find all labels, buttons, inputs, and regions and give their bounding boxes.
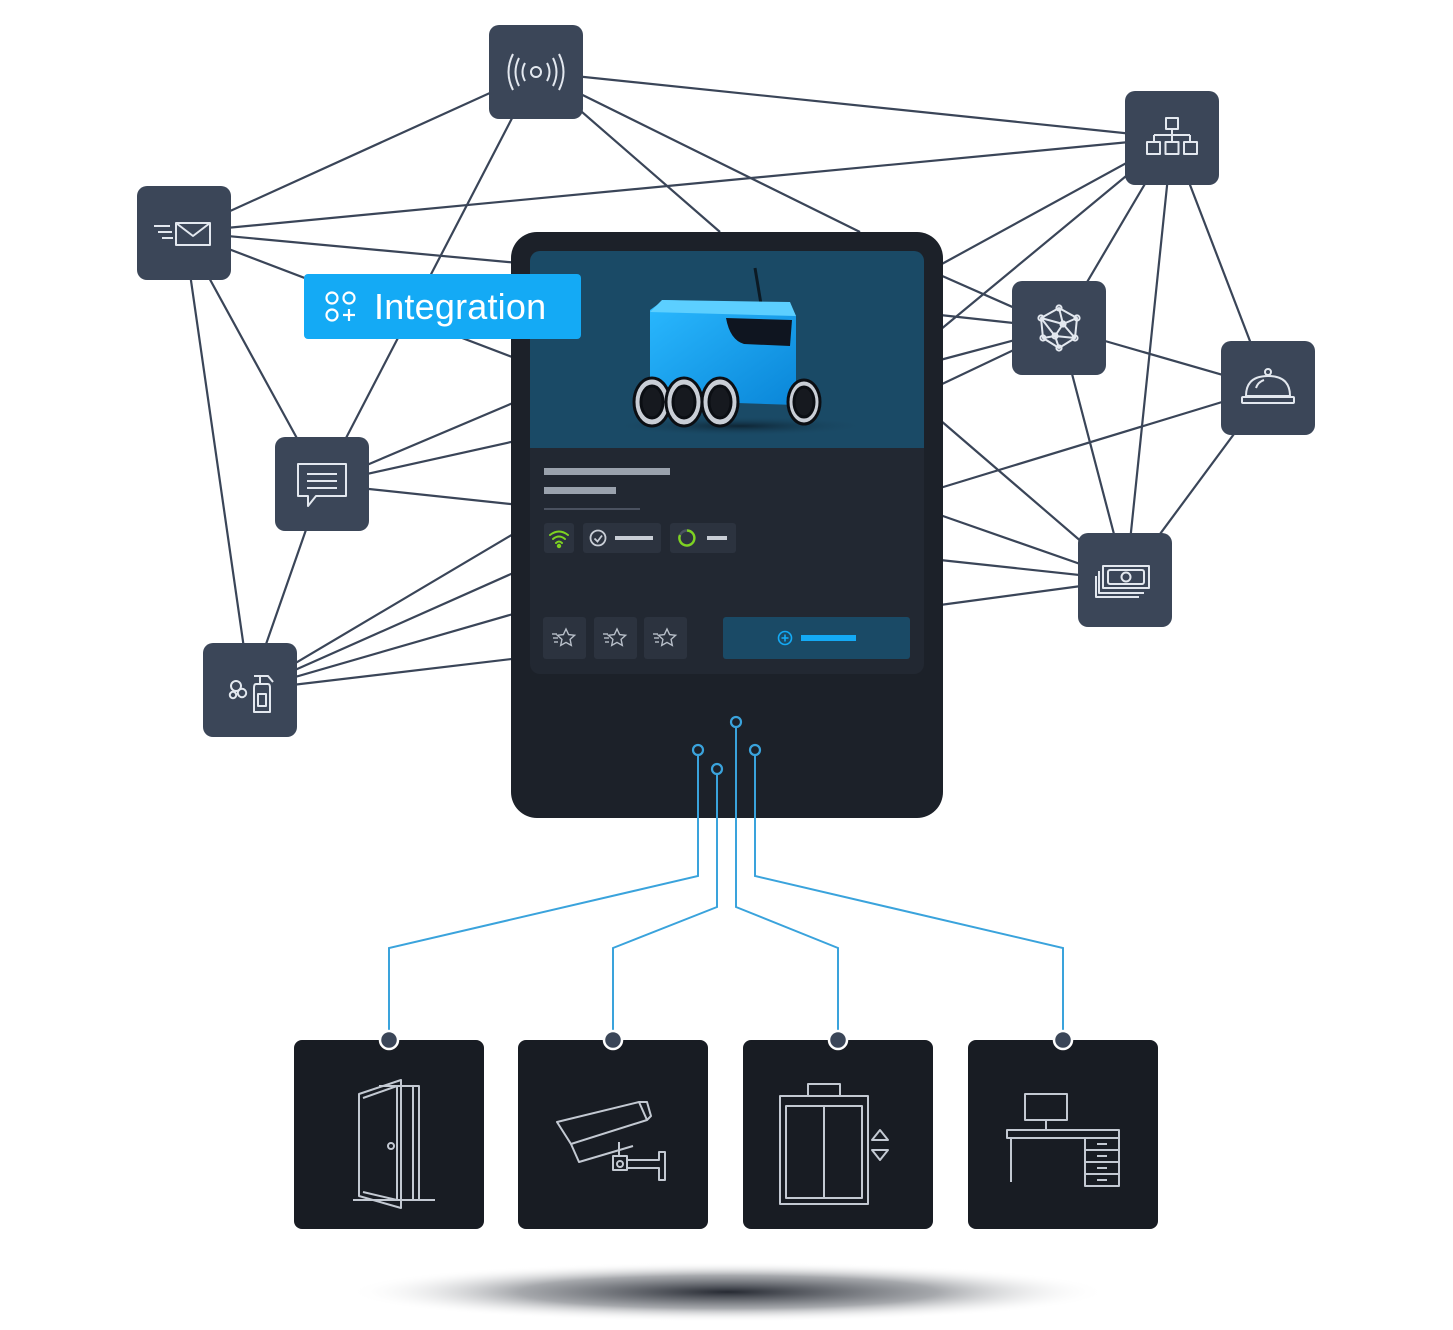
integration-label: Integration xyxy=(304,274,581,339)
integration-label-text: Integration xyxy=(374,285,547,327)
integration-box xyxy=(743,1029,933,1229)
network-node xyxy=(489,25,583,119)
integration-port xyxy=(827,1029,849,1051)
integration-port xyxy=(1052,1029,1074,1051)
check-circle-icon xyxy=(589,529,607,547)
network-nodes xyxy=(137,25,1315,737)
network-node xyxy=(1078,533,1172,627)
network-mesh-icon xyxy=(1037,304,1081,352)
add-circle-icon xyxy=(777,630,793,646)
integration-port xyxy=(602,1029,624,1051)
security-camera-icon xyxy=(556,1101,666,1181)
integration-box xyxy=(518,1029,708,1229)
service-bell-icon xyxy=(1241,368,1295,404)
primary-action-button[interactable] xyxy=(723,617,910,659)
hierarchy-chart-icon xyxy=(1146,117,1198,155)
chat-message-icon xyxy=(297,463,347,507)
network-node xyxy=(203,643,297,737)
status-chip-wifi xyxy=(544,523,574,553)
cleaning-supplies-icon xyxy=(228,675,274,713)
star-rating-icon xyxy=(603,627,628,647)
network-node xyxy=(137,186,231,280)
subtitle-placeholder xyxy=(544,487,616,494)
star-rating-icon xyxy=(653,627,678,647)
robot-hero-image xyxy=(530,251,924,448)
network-node xyxy=(1012,281,1106,375)
star-rating-icon xyxy=(552,627,577,647)
integration-apps-icon xyxy=(325,290,356,322)
title-placeholder xyxy=(544,468,670,475)
integration-port xyxy=(378,1029,400,1051)
wifi-signal-icon xyxy=(549,530,569,549)
integration-boxes xyxy=(294,1029,1158,1229)
email-send-icon xyxy=(154,222,211,246)
reception-desk-icon xyxy=(1006,1093,1120,1187)
door-icon xyxy=(353,1079,435,1209)
elevator-icon xyxy=(779,1083,889,1205)
divider-placeholder xyxy=(544,508,640,510)
network-node xyxy=(275,437,369,531)
rating-button-3[interactable] xyxy=(644,617,687,659)
status-chip-check xyxy=(583,523,661,553)
integration-box xyxy=(968,1029,1158,1229)
network-node xyxy=(1221,341,1315,435)
wireless-signal-icon xyxy=(507,53,565,91)
integration-box xyxy=(294,1029,484,1229)
network-node xyxy=(1125,91,1219,185)
loading-ring-icon xyxy=(678,529,696,547)
cash-money-icon xyxy=(1095,565,1150,598)
rating-button-2[interactable] xyxy=(594,617,637,659)
rating-button-1[interactable] xyxy=(543,617,586,659)
robot-control-device xyxy=(511,232,943,818)
floor-shadow xyxy=(348,1262,1108,1322)
status-chip-progress xyxy=(670,523,736,553)
integration-circuit-lines xyxy=(388,727,1064,1040)
